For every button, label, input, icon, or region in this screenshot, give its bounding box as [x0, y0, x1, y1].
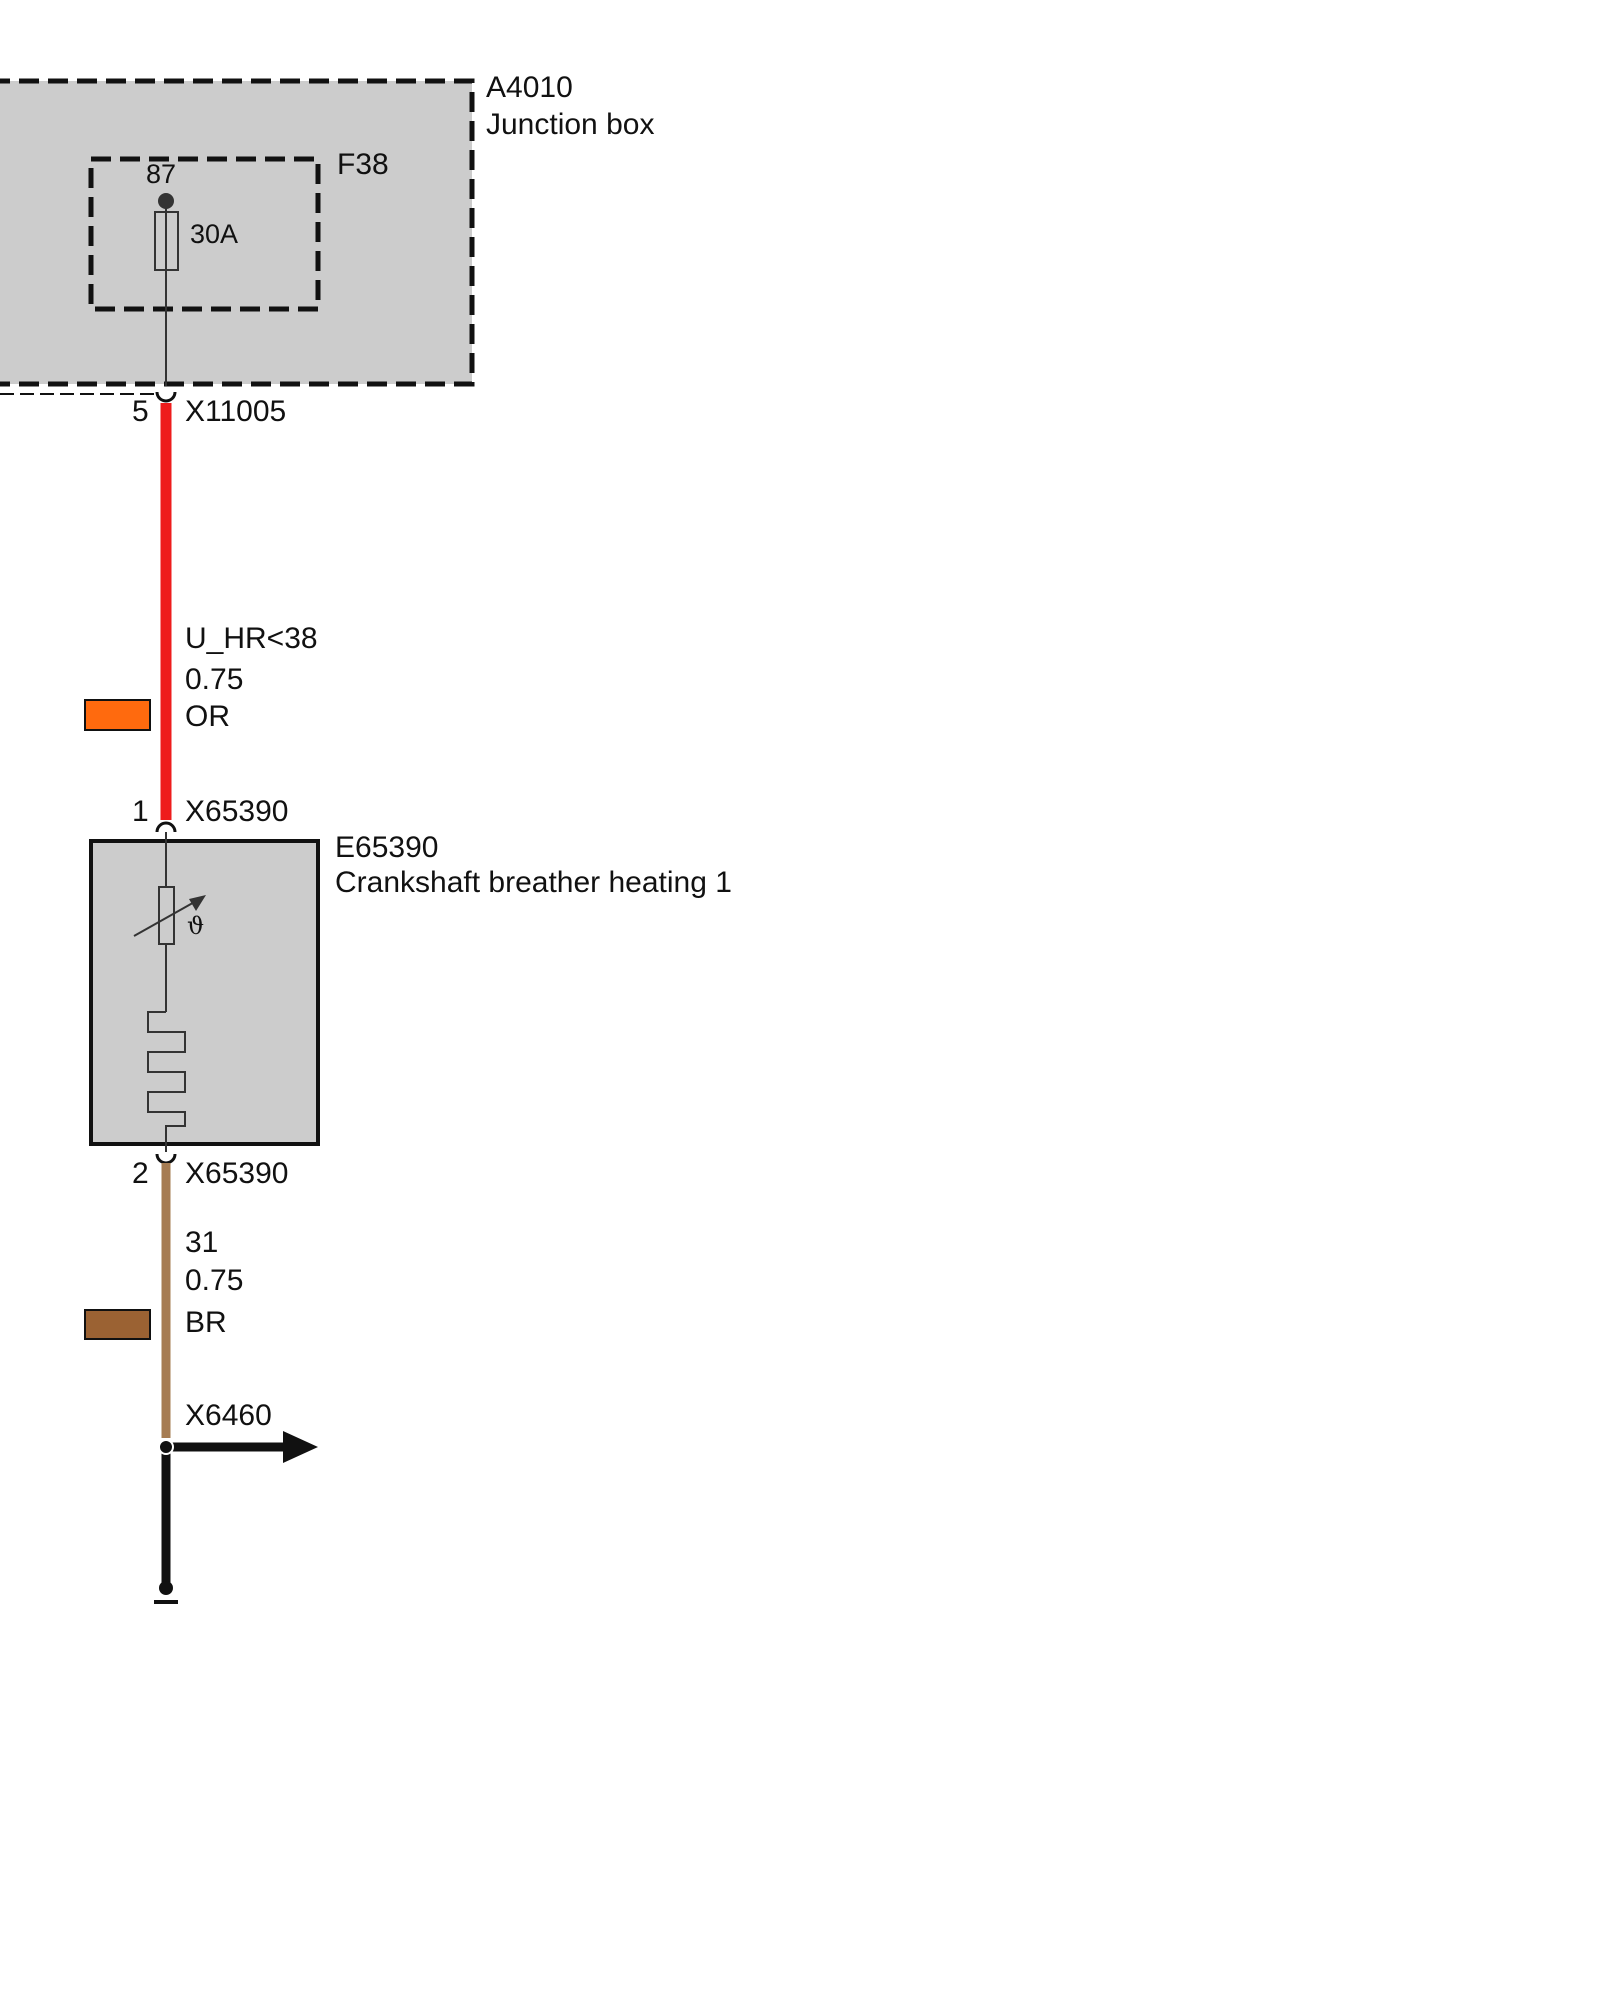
heater-name: Crankshaft breather heating 1 — [335, 866, 732, 899]
connector-x11005-id: X11005 — [185, 395, 286, 428]
connector-x65390-in-socket — [155, 821, 177, 833]
connector-x11005-socket — [155, 391, 177, 403]
heater-id: E65390 — [335, 831, 438, 864]
wire-ground-color-code: BR — [185, 1306, 227, 1339]
heater-e65390: E65390 Crankshaft breather heating 1 ϑ — [89, 831, 732, 1152]
junction-box-name: Junction box — [486, 108, 654, 141]
ntc-arrow-head — [189, 895, 206, 911]
fuse-f38: F38 87 30A — [88, 148, 389, 386]
connector-x65390-in: 1 X65390 — [132, 795, 288, 833]
wire-supply-signal: U_HR<38 — [185, 622, 318, 655]
connector-x65390-in-pin: 1 — [132, 795, 149, 828]
wire-supply-color-code: OR — [185, 700, 230, 733]
splice-arrow-head — [283, 1431, 318, 1463]
connector-x11005-pin: 5 — [132, 395, 149, 428]
junction-box-body — [0, 78, 475, 387]
connector-x65390-in-id: X65390 — [185, 795, 288, 828]
wire-ground-swatch — [84, 1309, 151, 1340]
connector-x65390-out-pin: 2 — [132, 1157, 149, 1190]
wire-supply-gauge: 0.75 — [185, 663, 243, 696]
heater-body — [89, 839, 320, 1146]
wire-supply: U_HR<38 0.75 OR — [84, 403, 318, 820]
ntc-arrow-line — [133, 899, 199, 937]
wire-supply-swatch — [84, 699, 151, 731]
wire-ground: 31 0.75 BR — [84, 1163, 243, 1438]
splice-id: X6460 — [185, 1399, 272, 1432]
splice-x6460: X6460 — [154, 1399, 318, 1604]
ntc-theta-symbol: ϑ — [187, 912, 204, 940]
junction-box-id: A4010 — [486, 71, 573, 104]
junction-box: A4010 Junction box — [0, 71, 654, 395]
heating-element-symbol — [147, 1011, 186, 1152]
fuse-enclosure — [88, 156, 321, 312]
connector-x65390-out: 2 X65390 — [132, 1153, 288, 1190]
wire-ground-signal: 31 — [185, 1226, 218, 1259]
wire-ground-gauge: 0.75 — [185, 1264, 243, 1297]
splice-point — [158, 1439, 174, 1455]
ground-end-point — [159, 1581, 173, 1595]
fuse-rating: 30A — [190, 219, 238, 249]
connector-x65390-out-id: X65390 — [185, 1157, 288, 1190]
fuse-id: F38 — [337, 148, 389, 181]
connector-x11005: 5 X11005 — [132, 391, 286, 428]
connector-x65390-out-socket — [155, 1153, 177, 1165]
fuse-terminal-label: 87 — [146, 159, 176, 189]
